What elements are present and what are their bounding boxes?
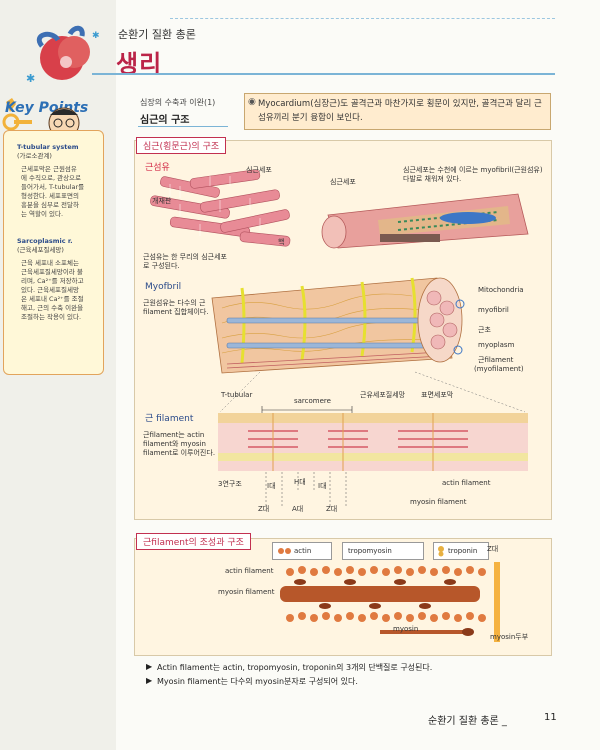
cardiac-cell-cylinder	[321, 193, 529, 249]
label-myofilament-en: (myofilament)	[474, 365, 524, 373]
kp-term-2: Sarcoplasmic r.	[17, 237, 73, 245]
filament-desc-3: filament로 이루어진다.	[143, 449, 216, 457]
legend-actin	[272, 542, 332, 560]
label-mitochondria: Mitochondria	[478, 286, 524, 294]
kp-line: 들어가서, T-tubular를	[21, 183, 85, 191]
kp-line: 형성한다. 세포표면의	[21, 192, 79, 200]
note-bullet-icon: ◉	[248, 97, 256, 107]
filament-desc-2: filament와 myosin	[143, 440, 206, 448]
footer-chapter: 순환기 질환 총론 _	[428, 716, 507, 727]
filament-desc-1: 근filament는 actin	[143, 431, 205, 439]
muscle-fiber-desc-2: 로 구성된다.	[143, 262, 180, 270]
label-cardiac-cell: 심근세포	[246, 166, 272, 174]
filament-title: 근 filament	[145, 414, 194, 424]
bullet-marker-icon: ▶	[146, 662, 153, 671]
sarcomere-bracket	[261, 406, 353, 414]
legend-actin-label: actin	[294, 547, 312, 555]
kp-line: 에 수직으로, 관상으로	[21, 174, 82, 182]
legend-tropomyosin-label: tropomyosin	[348, 547, 392, 555]
key-points-logo	[2, 98, 32, 131]
kp-line: 해고, 근의 수축 이완을	[21, 304, 84, 312]
label-myosin: myosin	[393, 625, 419, 633]
label-sarcomere: sarcomere	[294, 397, 331, 405]
branching-muscle-fibers	[150, 169, 291, 247]
kp-line: 흥분을 심부로 전달하	[21, 201, 79, 209]
side-desc-2: 다발로 채워져 있다.	[403, 175, 462, 183]
label-z-band-2: Z대	[326, 505, 338, 513]
band-dividers	[265, 472, 347, 506]
label-triad: 3연구조	[218, 480, 242, 488]
structure-tag: 심근(횡문근)의 구조	[136, 137, 227, 154]
troponin-legend-icon	[438, 546, 444, 557]
kp-line: 있다. 근육세포질세망	[21, 286, 79, 294]
kp-line: 은 세포내 Ca²⁺를 조절	[21, 295, 84, 303]
label-myosin-filament: myosin filament	[410, 498, 467, 506]
page-number: 11	[544, 712, 557, 723]
label-h-band: H대	[294, 478, 306, 486]
label-myoplasm: myoplasm	[478, 341, 515, 349]
label-myofilament: 근filament	[478, 356, 514, 364]
kp-line: 근육 세포내 소포체는	[21, 259, 79, 267]
label-actin-filament-comp: actin filament	[225, 567, 274, 575]
kp-term-ko-1: (가로소관계)	[17, 152, 52, 160]
key-points-card: T-tubular system (가로소관계) 근세포막은 근원섬유 에 수직…	[3, 130, 104, 375]
label-z-band-comp: Z대	[487, 545, 499, 553]
kp-term-1: T-tubular system	[17, 143, 79, 151]
label-surface-membrane: 표면세포막	[421, 391, 454, 399]
muscle-fiber-desc-1: 근섬유는 한 무리의 심근세포	[143, 253, 227, 261]
legend-troponin	[433, 542, 489, 560]
kp-line: 근세포막은 근원섬유	[21, 165, 77, 173]
label-cardiac-cell-2: 심근세포	[330, 178, 356, 186]
muscle-fiber-title: 근섬유	[145, 163, 170, 173]
svg-text:✱: ✱	[26, 72, 35, 85]
label-nucleus: 핵	[278, 238, 285, 246]
kp-line: 조절하는 작용이 있다.	[21, 313, 82, 321]
kp-line: 리며, Ca²⁺를 저장하고	[21, 277, 84, 285]
label-actin-filament: actin filament	[442, 479, 491, 487]
note-text: Myocardium(심장근)도 골격근과 마찬가지로 횡문이 있지만, 골격근…	[258, 99, 542, 123]
side-desc-1: 심근세포는 수천에 이르는 myofibril(근원섬유)	[403, 166, 543, 174]
kp-line: 는 역할이 있다.	[21, 210, 64, 218]
label-myofibril: myofibril	[478, 306, 509, 314]
kp-line: 근육세포질세망이라 불	[21, 268, 83, 276]
bullet-marker-icon: ▶	[146, 676, 153, 685]
label-sarcolemma: 근초	[478, 326, 491, 334]
label-myosin-filament-comp: myosin filament	[218, 588, 275, 596]
label-myosin-head: myosin두부	[490, 633, 529, 641]
myofibril-desc-1: 근원섬유는 다수의 근	[143, 299, 206, 307]
title-rule	[92, 73, 555, 75]
myofibril-desc-2: filament 집합체이다.	[143, 308, 209, 316]
zoom-lines	[219, 371, 526, 413]
actin-legend-icon	[278, 548, 291, 554]
filament-band-illustration	[218, 413, 528, 471]
legend-tropomyosin	[342, 542, 424, 560]
kp-term-ko-2: (근육세포질세망)	[17, 246, 64, 254]
label-i-band-2: I대	[318, 482, 327, 490]
myofibril-title: Myofbril	[145, 282, 182, 292]
bullet-actin: Actin filament는 actin, tropomyosin, trop…	[157, 663, 433, 672]
heart-illustration-icon: ✱ ✱	[26, 25, 100, 85]
note-box	[244, 93, 551, 130]
label-z-band: Z대	[258, 505, 270, 513]
top-dashed-rule	[170, 18, 555, 32]
legend-troponin-label: troponin	[448, 547, 478, 555]
myofibril-illustration	[211, 277, 465, 374]
section-title: 심근의 구조	[140, 115, 190, 126]
svg-text:✱: ✱	[92, 31, 100, 41]
chapter-label: 순환기 질환 총론	[118, 28, 196, 41]
section-underline	[138, 126, 228, 127]
composition-tag: 근filament의 조성과 구조	[136, 533, 251, 550]
filament-composition-illustration	[280, 562, 500, 642]
label-sarcoplasmic-reticulum: 근유세포질세망	[360, 391, 406, 399]
label-a-band: A대	[292, 505, 304, 513]
bullet-myosin: Myosin filament는 다수의 myosin분자로 구성되어 있다.	[157, 677, 358, 686]
label-i-band: I대	[267, 482, 276, 490]
section-label: 심장의 수축과 이완(1)	[140, 98, 216, 107]
label-intercalated-disc: 개재판	[152, 197, 172, 205]
